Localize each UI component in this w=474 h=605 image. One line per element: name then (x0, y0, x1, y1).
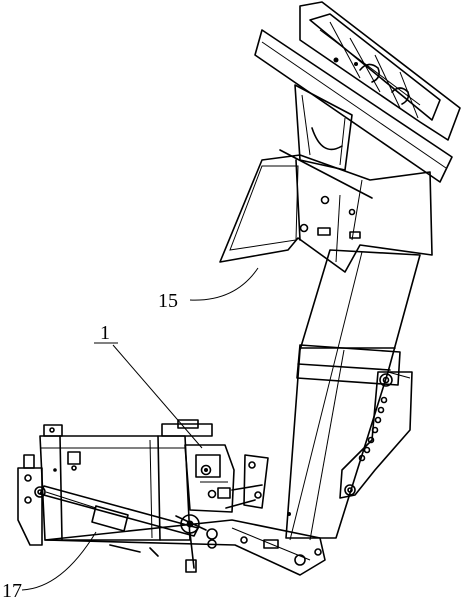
top-head-assembly (254, 1, 461, 183)
upper-mast (279, 84, 373, 241)
base-frame (17, 419, 326, 576)
callout-15: 15 (158, 267, 259, 312)
side-link-plate (339, 371, 413, 499)
callout-17: 17 (2, 531, 97, 602)
callout-label-1: 1 (100, 322, 110, 344)
main-boom (285, 249, 421, 541)
callout-label-17: 17 (2, 580, 22, 602)
mount-bracket (184, 444, 269, 513)
callout-1: 1 (94, 322, 203, 449)
callout-label-15: 15 (158, 290, 178, 312)
hydraulic-cylinder (34, 485, 218, 573)
